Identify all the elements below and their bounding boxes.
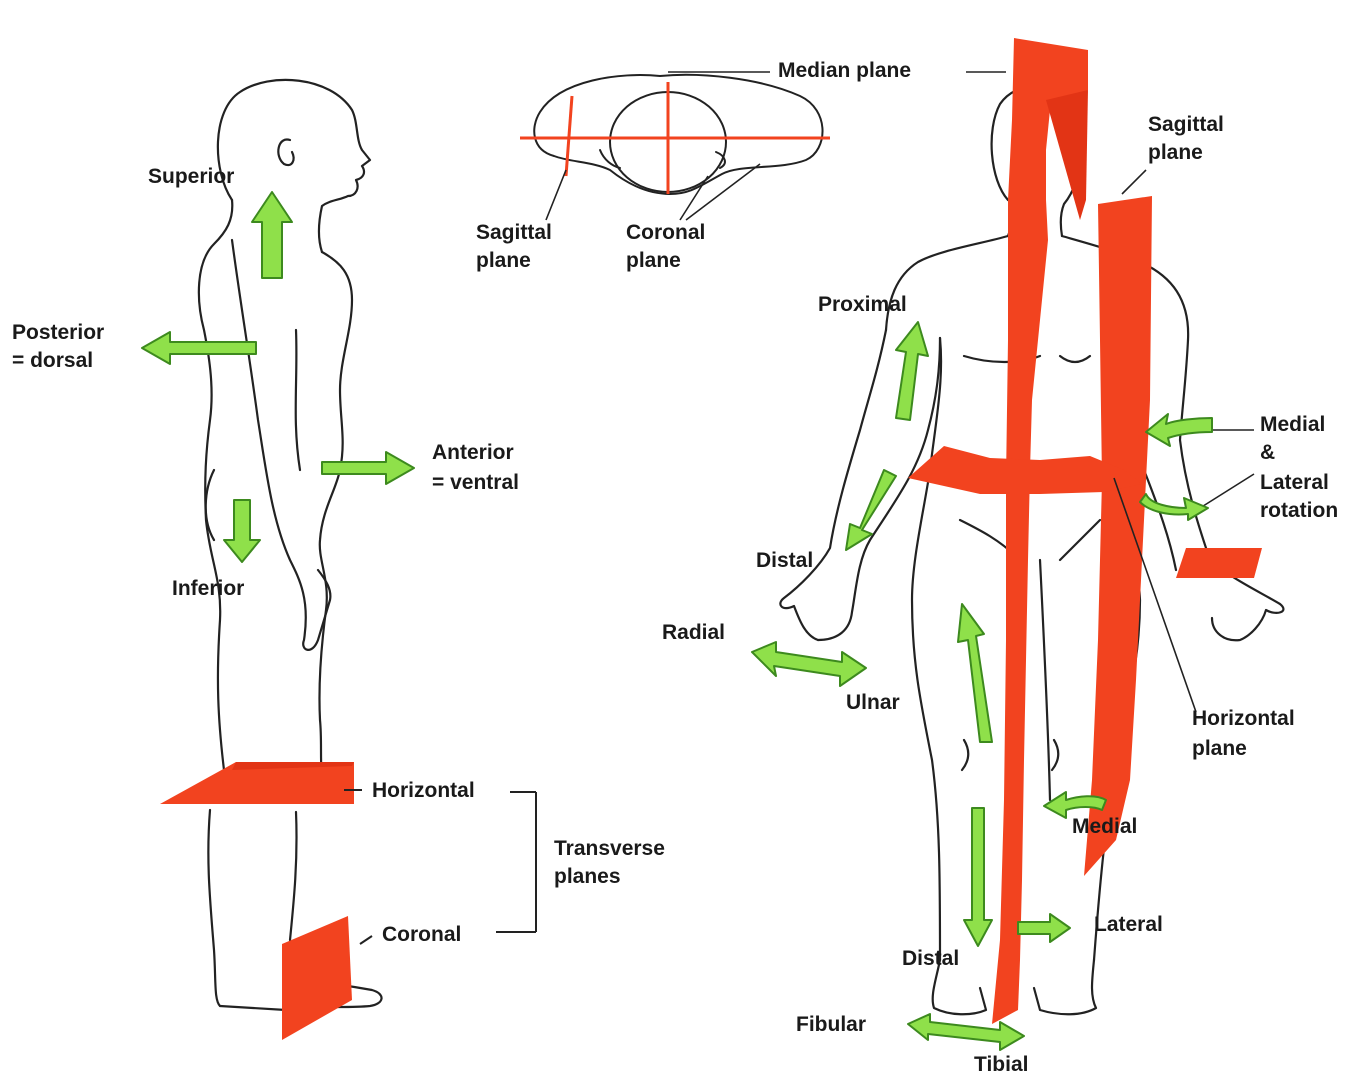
arrow-inferior (224, 500, 260, 562)
label-horizontal: Horizontal (372, 776, 475, 806)
label-medial-rotation-2: & (1260, 438, 1275, 468)
side-leg-front (290, 812, 297, 940)
label-sagittal-right-plane: plane (1148, 138, 1203, 168)
label-ulnar: Ulnar (846, 688, 900, 718)
label-transverse: Transverse (554, 834, 665, 864)
top-sagittal-line-left (566, 96, 572, 176)
front-left-arm-outer (780, 330, 886, 640)
label-anterior: Anterior (432, 438, 514, 468)
label-horizontal-plane-2: plane (1192, 734, 1247, 764)
label-medial-rotation-3: Lateral (1260, 468, 1329, 498)
top-view-leaders (546, 72, 1006, 220)
label-coronal: Coronal (382, 920, 461, 950)
top-view-planes (520, 82, 830, 194)
arrow-radial-ulnar (752, 642, 866, 686)
right-wrist-plane (1176, 548, 1262, 578)
label-sagittal-right: Sagittal (1148, 110, 1224, 140)
label-superior: Superior (148, 162, 234, 192)
arrow-leg-up (958, 604, 992, 742)
label-distal-leg: Distal (902, 944, 959, 974)
arrow-lateral-rotation (1140, 494, 1208, 520)
label-coronal-top: Coronal (626, 218, 705, 248)
arrow-posterior (142, 332, 256, 364)
top-view-head (534, 75, 822, 194)
label-tibial: Tibial (974, 1050, 1028, 1080)
arrow-proximal (896, 322, 928, 420)
label-lateral: Lateral (1094, 910, 1163, 940)
arrow-superior (252, 192, 292, 278)
label-sagittal-top-plane: plane (476, 246, 531, 276)
label-median-plane: Median plane (778, 56, 911, 86)
arrow-distal-leg (964, 808, 992, 946)
label-posterior-dorsal: = dorsal (12, 346, 93, 376)
arrow-anterior (322, 452, 414, 484)
label-horizontal-plane: Horizontal (1192, 704, 1295, 734)
label-planes: planes (554, 862, 621, 892)
side-ear (278, 139, 293, 165)
sagittal-plane-right (1084, 196, 1152, 876)
label-proximal: Proximal (818, 290, 907, 320)
front-chest-line-2 (1060, 356, 1090, 362)
label-anterior-ventral: = ventral (432, 468, 519, 498)
label-distal-arm: Distal (756, 546, 813, 576)
label-inferior: Inferior (172, 574, 244, 604)
side-back-outline (199, 200, 232, 770)
arrow-lateral-leg (1018, 914, 1070, 942)
side-head-outline (218, 80, 370, 252)
label-medial: Medial (1072, 812, 1137, 842)
label-sagittal-top: Sagittal (476, 218, 552, 248)
left-coronal-plane (282, 916, 352, 1040)
side-leg-back (208, 810, 220, 1006)
label-posterior: Posterior (12, 318, 104, 348)
side-front-outline (319, 252, 352, 780)
label-coronal-top-plane: plane (626, 246, 681, 276)
arrow-medial-rotation (1146, 414, 1212, 446)
label-medial-rotation-1: Medial (1260, 410, 1325, 440)
arrow-fibular-tibial (908, 1014, 1024, 1050)
label-fibular: Fibular (796, 1010, 866, 1040)
label-radial: Radial (662, 618, 725, 648)
label-medial-rotation-4: rotation (1260, 496, 1338, 526)
side-arm-inner (296, 330, 300, 470)
side-arm-outline (232, 240, 330, 650)
front-groin (960, 520, 1100, 560)
